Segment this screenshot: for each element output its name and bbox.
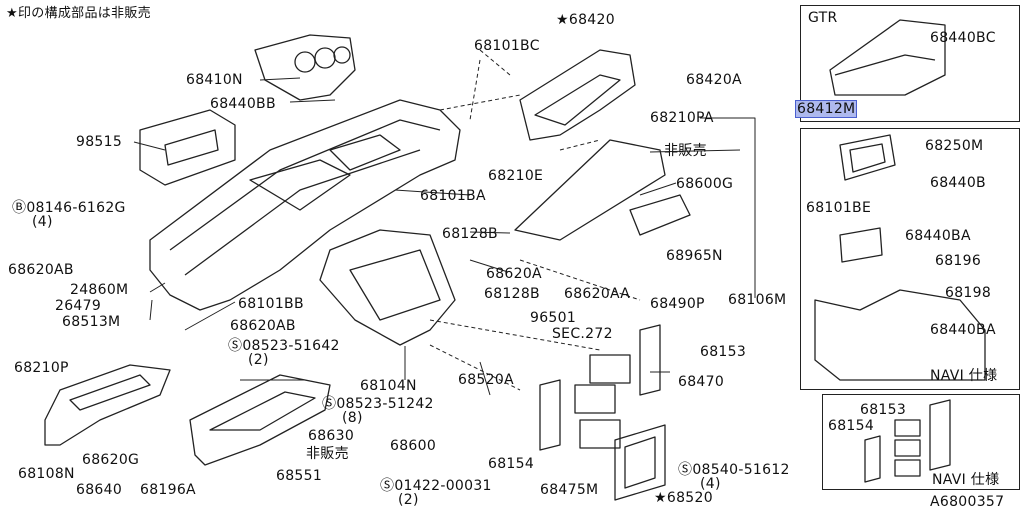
label-68210P[interactable]: 68210P (14, 360, 69, 376)
audio-unit-3 (579, 419, 621, 449)
label-68153-inset[interactable]: 68153 (860, 402, 907, 418)
label-68128B-2[interactable]: 68128B (484, 286, 540, 302)
label-08540-51612[interactable]: Ⓢ08540-51612 (678, 462, 790, 478)
label-68108N[interactable]: 68108N (18, 466, 75, 482)
label-68154[interactable]: 68154 (488, 456, 535, 472)
meter-hood (254, 34, 356, 101)
label-68470[interactable]: 68470 (678, 374, 725, 390)
label-68620AA[interactable]: 68620AA (564, 286, 631, 302)
label-08523-51642-qty: (2) (248, 352, 269, 368)
center-lid (514, 139, 666, 241)
label-68101BB[interactable]: 68101BB (238, 296, 304, 312)
navi-caption-2: NAVI 仕様 (932, 472, 1000, 488)
label-01422-qty: (2) (398, 492, 419, 508)
gtr-hood (829, 19, 946, 96)
label-hanbai-1: 非販売 (664, 143, 707, 159)
audio-unit-1 (589, 354, 631, 384)
label-68440B[interactable]: 68440B (930, 175, 986, 191)
label-68420A[interactable]: 68420A (686, 72, 742, 88)
label-68440BC[interactable]: 68440BC (930, 30, 996, 46)
label-68198[interactable]: 68198 (945, 285, 992, 301)
label-68153[interactable]: 68153 (700, 344, 747, 360)
label-68196[interactable]: 68196 (935, 253, 982, 269)
navi-inset-frame (800, 128, 1020, 390)
label-68196A[interactable]: 68196A (140, 482, 196, 498)
label-68210PA[interactable]: 68210PA (650, 110, 714, 126)
box-68965N (629, 194, 691, 236)
label-68600G[interactable]: 68600G (676, 176, 734, 192)
label-08523-51242[interactable]: Ⓢ08523-51242 (322, 396, 434, 412)
label-68410N[interactable]: 68410N (186, 72, 243, 88)
label-24860M[interactable]: 24860M (70, 282, 129, 298)
gtr-inset-frame (800, 5, 1020, 122)
label-68520[interactable]: ★68520 (654, 490, 713, 506)
label-68620G[interactable]: 68620G (82, 452, 140, 468)
label-68104N[interactable]: 68104N (360, 378, 417, 394)
label-68620AB-1[interactable]: 68620AB (8, 262, 74, 278)
label-68520A[interactable]: 68520A (458, 372, 514, 388)
audio-bezel (614, 424, 666, 501)
figure-code: A6800357 (930, 494, 1005, 510)
lower-lid (44, 364, 171, 446)
label-68630[interactable]: 68630 (308, 428, 355, 444)
navi-inset2-frame (822, 394, 1020, 490)
label-68440BA-b[interactable]: 68440BA (930, 322, 996, 338)
audio-unit-2 (574, 384, 616, 414)
label-68412M[interactable]: 68412M (794, 100, 858, 118)
label-68101BA[interactable]: 68101BA (420, 188, 486, 204)
label-68210E[interactable]: 68210E (488, 168, 544, 184)
label-68154-inset[interactable]: 68154 (828, 418, 875, 434)
center-cluster-finisher (519, 49, 636, 141)
bracket-68153 (639, 324, 661, 396)
label-68475M[interactable]: 68475M (540, 482, 599, 498)
label-68250M[interactable]: 68250M (925, 138, 984, 154)
header-note: ★印の構成部品は非販売 (6, 6, 151, 21)
gtr-title: GTR (808, 10, 838, 26)
label-68440BB[interactable]: 68440BB (210, 96, 276, 112)
bracket-68154 (539, 379, 561, 451)
label-96501[interactable]: 96501 (530, 310, 577, 326)
label-08523-51242-qty: (8) (342, 410, 363, 426)
label-01422-00031[interactable]: Ⓢ01422-00031 (380, 478, 492, 494)
label-68620AB-2[interactable]: 68620AB (230, 318, 296, 334)
label-68490P[interactable]: 68490P (650, 296, 705, 312)
label-08540-51612-qty: (4) (700, 476, 721, 492)
label-68513M[interactable]: 68513M (62, 314, 121, 330)
label-08146-qty: (4) (32, 214, 53, 230)
label-hanbai-2: 非販売 (306, 446, 349, 462)
airbag-pad (139, 109, 236, 186)
label-08523-51642[interactable]: Ⓢ08523-51642 (228, 338, 340, 354)
navi-bezel (839, 134, 896, 181)
label-68600[interactable]: 68600 (390, 438, 437, 454)
label-68440BA-a[interactable]: 68440BA (905, 228, 971, 244)
label-68551[interactable]: 68551 (276, 468, 323, 484)
label-68965N[interactable]: 68965N (666, 248, 723, 264)
console-stay (319, 229, 456, 346)
glove-box (189, 374, 331, 466)
instrument-panel (149, 99, 461, 311)
label-68106M[interactable]: 68106M (728, 292, 787, 308)
label-sec-272[interactable]: SEC.272 (552, 326, 613, 342)
label-68101BC[interactable]: 68101BC (474, 38, 540, 54)
label-68640[interactable]: 68640 (76, 482, 123, 498)
navi-caption-1: NAVI 仕様 (930, 368, 998, 384)
label-68128B-1[interactable]: 68128B (442, 226, 498, 242)
label-98515[interactable]: 98515 (76, 134, 123, 150)
label-68101BE[interactable]: 68101BE (806, 200, 872, 216)
label-68620A[interactable]: 68620A (486, 266, 542, 282)
label-08146-6162G[interactable]: Ⓑ08146-6162G (12, 200, 126, 216)
navi-box (839, 227, 883, 263)
label-68420[interactable]: ★68420 (556, 12, 615, 28)
label-26479[interactable]: 26479 (55, 298, 102, 314)
